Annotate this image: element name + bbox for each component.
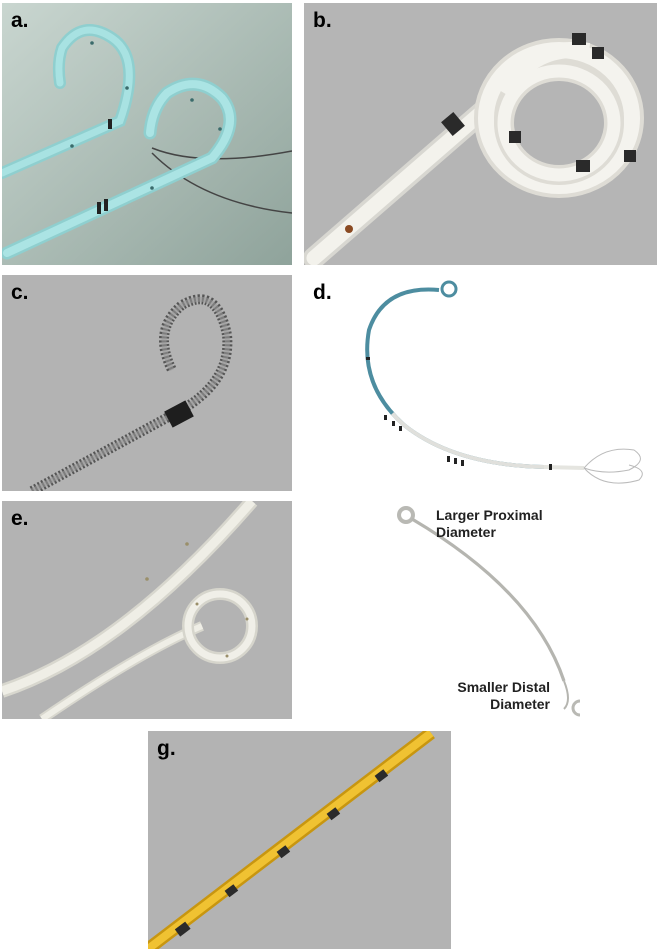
- annotation-line: Larger Proximal: [436, 507, 543, 523]
- panel-label: d.: [313, 281, 332, 304]
- annotation-line: Diameter: [436, 524, 496, 540]
- panel-g: g.: [148, 731, 451, 949]
- panel-b: b.: [304, 3, 657, 265]
- blue-white-loop-stent-image: [365, 280, 643, 484]
- white-pigtail-stent-image: [2, 501, 258, 719]
- panel-a: a.: [2, 3, 292, 265]
- metal-coil-stent-image: [29, 294, 233, 491]
- panel-label: c.: [11, 281, 29, 304]
- panel-label: g.: [157, 737, 176, 760]
- annotation-smaller-distal: Smaller Distal Diameter: [457, 679, 550, 713]
- panel-c: c.: [2, 275, 292, 491]
- panel-e: e.: [2, 501, 292, 719]
- panel-d: d.: [304, 275, 657, 491]
- panel-label: a.: [11, 9, 29, 32]
- annotation-line: Diameter: [490, 696, 550, 712]
- panel-label: b.: [313, 9, 332, 32]
- yellow-stent-image: [148, 731, 435, 949]
- panel-label: e.: [11, 507, 29, 530]
- panel-f: Larger Proximal Diameter Smaller Distal …: [384, 501, 580, 719]
- blue-pigtail-stent-image: [2, 3, 292, 265]
- annotation-line: Smaller Distal: [457, 679, 550, 695]
- tapered-pigtail-stent-image: [397, 506, 580, 717]
- white-coiled-stent-image: [304, 33, 644, 265]
- annotation-larger-proximal: Larger Proximal Diameter: [436, 507, 543, 541]
